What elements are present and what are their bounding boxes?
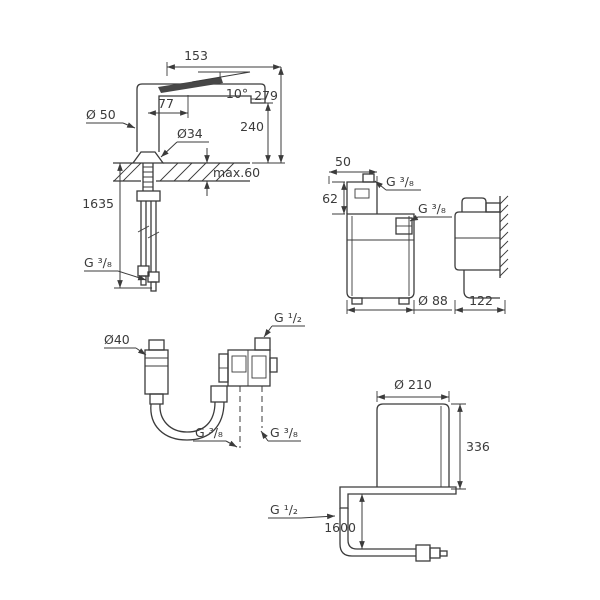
- faucet-body-diameter-label: Ø 50: [86, 107, 116, 122]
- leader-g38-top: [374, 180, 387, 191]
- tank-outline: [339, 403, 457, 562]
- valve-block: [227, 349, 271, 387]
- boiler-dimensions: 50 62 G ³/₈ G ³/₈ Ø 88: [322, 154, 452, 314]
- side-body: [454, 211, 500, 271]
- boiler-front-view: 50 62 G ³/₈ G ³/₈ Ø 88: [322, 154, 452, 314]
- leader-g38-faucet: [117, 270, 147, 281]
- valve-block-detail-right: [251, 355, 267, 379]
- filter-body: [144, 349, 169, 395]
- hose-left-nipple: [140, 275, 147, 286]
- boiler-body: [346, 213, 415, 299]
- leader-g38-left: [225, 440, 238, 448]
- filter-cap: [148, 339, 165, 351]
- hose-right: [150, 201, 157, 272]
- leader-d40: [135, 347, 147, 356]
- faucet-spout-reach-label: 153: [184, 48, 208, 63]
- loop-hose-outer: [150, 401, 225, 441]
- boiler-head-detail: [354, 188, 370, 199]
- mounting-nut: [136, 190, 161, 202]
- boiler-head-height-label: 62: [322, 191, 338, 206]
- ext-122: [454, 300, 506, 314]
- hose-right-break: [147, 231, 160, 239]
- faucet-view: 153 279 240 77 10° Ø 50 Ø34 max.60 1635 …: [82, 48, 285, 292]
- leader-g38-side: [409, 214, 419, 222]
- boiler-foot-right: [398, 297, 410, 305]
- ext-d210: [376, 391, 450, 402]
- hose-left-break: [137, 225, 150, 233]
- faucet-spout-height-label: 240: [240, 119, 264, 134]
- faucet-hole-diameter-label: Ø34: [177, 126, 203, 141]
- faucet-hose-length-label: 1635: [82, 196, 114, 211]
- tank-height-label: 336: [466, 439, 490, 454]
- ext-50: [328, 176, 378, 184]
- faucet-base: [131, 151, 165, 164]
- boiler-head: [346, 181, 378, 214]
- boiler-outline: [346, 173, 415, 305]
- tank-hose-outer: [339, 508, 416, 557]
- side-lower-body: [463, 270, 500, 299]
- boiler-inlet-thread-label: G ³/₈: [418, 201, 446, 216]
- faucet-dimensions: 153 279 240 77 10° Ø 50 Ø34 max.60 1635 …: [82, 48, 285, 289]
- boiler-depth-label: 122: [469, 293, 493, 308]
- boiler-body-diameter-label: Ø 88: [418, 293, 448, 308]
- tank-diameter-label: Ø 210: [394, 377, 432, 392]
- ext-62: [332, 181, 345, 215]
- ext-336: [451, 403, 466, 490]
- leader-g12-filter: [263, 325, 273, 338]
- wall-hatching: [499, 195, 509, 277]
- loop-hose-inner: [159, 401, 216, 433]
- loop-hose-fitting: [210, 385, 228, 403]
- shank-threads: [143, 166, 153, 188]
- tank-body: [376, 403, 450, 487]
- tank-hose-length-label: 1600: [324, 520, 356, 535]
- tank-dimensions: Ø 210 336 G ¹/₂ 1600: [268, 377, 490, 549]
- hose-left: [140, 201, 147, 266]
- angle-lever-line: [191, 71, 251, 83]
- faucet-lever: [158, 77, 223, 93]
- filter-elbow: [149, 393, 164, 405]
- filter-right-thread-label: G ³/₈: [270, 425, 298, 440]
- ext-d88: [346, 300, 452, 314]
- leader-d50: [122, 122, 136, 129]
- filter-dimensions: G ¹/₂ Ø40 G ³/₈ G ³/₈: [104, 310, 305, 448]
- side-head: [461, 197, 487, 212]
- hose-plug-pin: [439, 550, 448, 557]
- tank-inlet-thread-label: G ¹/₂: [270, 502, 298, 517]
- filter-body-lines: [145, 357, 168, 367]
- faucet-total-height-label: 279: [254, 88, 278, 103]
- boiler-outlet-thread-label: G ³/₈: [386, 174, 414, 189]
- tank-view: Ø 210 336 G ¹/₂ 1600: [268, 377, 490, 562]
- faucet-outline: [113, 71, 266, 292]
- valve-block-detail-left: [231, 355, 247, 373]
- filter-inlet-thread-label: G ¹/₂: [274, 310, 302, 325]
- faucet-hose-thread-label: G ³/₈: [84, 255, 112, 270]
- filter-assembly-view: G ¹/₂ Ø40 G ³/₈ G ³/₈: [104, 310, 305, 448]
- faucet-handle-width-label: 77: [158, 96, 174, 111]
- deck-hatching: [113, 162, 235, 182]
- filter-diameter-label: Ø40: [104, 332, 130, 347]
- leader-g38-right: [260, 430, 269, 442]
- tank-base-plate: [339, 486, 457, 509]
- boiler-foot-left: [351, 297, 363, 305]
- tank-hose-inner: [347, 508, 416, 550]
- faucet-body-spout: [136, 83, 266, 152]
- faucet-max-deck-label: max.60: [213, 165, 260, 180]
- faucet-handle-angle-label: 10°: [226, 86, 248, 101]
- valve-block-side-port: [269, 357, 278, 373]
- boiler-top-width-label: 50: [335, 154, 351, 169]
- leader-d34: [160, 141, 178, 158]
- filter-outline: [144, 337, 278, 448]
- hose-plug-body: [415, 544, 431, 562]
- boiler-body-lines: [347, 216, 414, 296]
- boiler-side-view: 122: [454, 195, 509, 314]
- wall-bracket: [485, 202, 501, 213]
- boiler-top-fitting: [362, 173, 375, 183]
- leader-g12-tank: [300, 513, 336, 520]
- filter-left-thread-label: G ³/₈: [195, 425, 223, 440]
- filter-top-fitting: [254, 337, 271, 351]
- hose-plug-neck: [429, 547, 441, 559]
- hose-right-nipple: [150, 281, 157, 292]
